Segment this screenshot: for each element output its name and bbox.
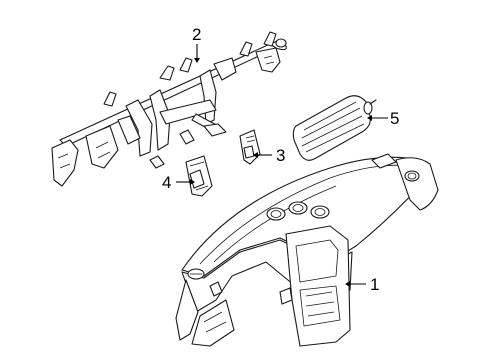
part-4-bracket [185, 155, 213, 197]
part-2-steering-support-beam [51, 31, 287, 187]
callout-2: 2 [192, 25, 201, 44]
leader-2-arrow-icon [194, 58, 200, 63]
callout-3: 3 [276, 146, 285, 165]
leader-4-arrow-icon [190, 179, 195, 185]
part-3-bracket [239, 129, 261, 165]
callout-5: 5 [390, 109, 399, 128]
leader-1-arrow-icon [345, 281, 350, 287]
leader-5-arrow-icon [367, 115, 372, 121]
callout-1: 1 [370, 275, 379, 294]
part-5-air-bag-module [292, 95, 377, 161]
callout-4: 4 [162, 173, 171, 192]
leader-3-arrow-icon [253, 152, 258, 158]
part-1-instrument-panel [175, 153, 439, 347]
leader-lines [176, 44, 388, 287]
